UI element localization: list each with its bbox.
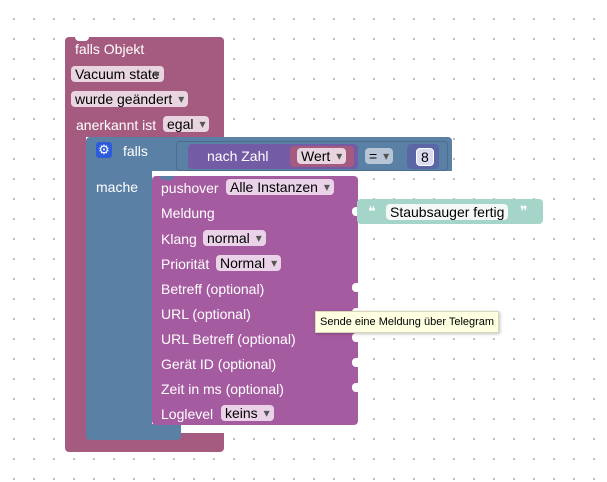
- tooltip: Sende eine Meldung über Telegram: [315, 311, 500, 333]
- value-dropdown[interactable]: Wert: [297, 148, 347, 164]
- url-label: URL (optional): [161, 306, 251, 322]
- gear-icon[interactable]: ⚙: [96, 142, 112, 158]
- loglevel-label: Loglevel: [161, 406, 214, 422]
- loglevel-dropdown[interactable]: keins: [221, 405, 274, 421]
- object-id-dropdown[interactable]: Vacuum state: [71, 66, 164, 82]
- pushover-title: pushover: [161, 180, 219, 196]
- pushover-top-notch: [160, 176, 174, 180]
- tonumber-label: nach Zahl: [207, 148, 269, 164]
- url-subject-label: URL Betreff (optional): [161, 331, 296, 347]
- quote-open-icon: ❝: [368, 203, 376, 219]
- ack-dropdown[interactable]: egal: [163, 116, 210, 132]
- message-text-field[interactable]: Staubsauger fertig: [386, 204, 509, 220]
- pushover-block[interactable]: [152, 176, 358, 425]
- priority-dropdown[interactable]: Normal: [216, 255, 282, 271]
- time-label: Zeit in ms (optional): [161, 381, 284, 397]
- device-label: Gerät ID (optional): [161, 356, 277, 372]
- tooltip-text: Sende eine Meldung über Telegram: [320, 316, 495, 328]
- subject-label: Betreff (optional): [161, 281, 265, 297]
- instance-dropdown[interactable]: Alle Instanzen: [226, 179, 334, 195]
- ack-label: anerkannt ist: [76, 117, 157, 133]
- priority-label: Priorität: [161, 256, 210, 272]
- quote-close-icon: ❞: [520, 203, 528, 219]
- if-label: falls: [123, 143, 148, 159]
- sound-label: Klang: [161, 231, 197, 247]
- event-type-dropdown[interactable]: wurde geändert: [71, 91, 189, 107]
- sound-dropdown[interactable]: normal: [203, 230, 266, 246]
- operator-dropdown[interactable]: =: [365, 148, 394, 164]
- trigger-title: falls Objekt: [75, 41, 145, 57]
- then-label: mache: [96, 179, 139, 195]
- number-field[interactable]: 8: [416, 148, 434, 166]
- message-label: Meldung: [161, 205, 215, 221]
